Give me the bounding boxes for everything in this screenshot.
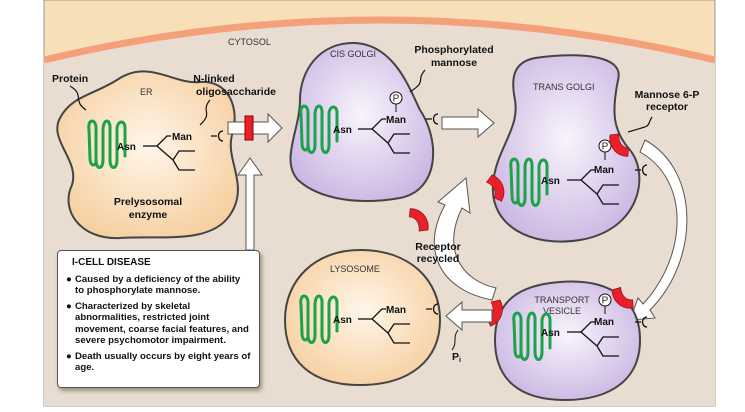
- info-bullet: ●Caused by a deficiency of the ability t…: [66, 274, 251, 297]
- i-cell-disease-info-box: I-CELL DISEASE ●Caused by a deficiency o…: [57, 250, 260, 388]
- mannose-label: mannose: [431, 57, 477, 69]
- man-label: Man: [594, 165, 614, 176]
- plasma-membrane: [43, 16, 716, 64]
- info-pointer-arrow: [237, 157, 263, 251]
- cytosol-label: CYTOSOL: [228, 37, 271, 47]
- pi-release-arrow: [451, 329, 459, 351]
- info-bullet-text: Characterized by skeletal abnormalities,…: [75, 300, 249, 347]
- lysosome-organelle: [283, 248, 442, 387]
- asn-label: Asn: [333, 315, 352, 326]
- phosphate-label: P: [602, 296, 609, 307]
- man-label: Man: [172, 132, 192, 143]
- trans-golgi-label: TRANS GOLGI: [533, 82, 595, 92]
- er-to-golgi-arrow: [227, 112, 283, 144]
- phosphorylated-pointer-arrow: [409, 69, 426, 93]
- receptor-label: receptor: [646, 101, 688, 113]
- protein-pointer-arrow: [69, 85, 87, 111]
- trans-golgi-organelle: [491, 54, 641, 243]
- prelysosomal-label: Prelysosomal: [114, 196, 182, 208]
- recycled-label: recycled: [417, 253, 460, 265]
- n-linked-label: N-linked: [193, 73, 234, 85]
- asn-label: Asn: [541, 328, 560, 339]
- protein-label: Protein: [52, 73, 88, 85]
- phosphorylated-label: Phosphorylated: [414, 44, 493, 56]
- man-label: Man: [386, 115, 406, 126]
- man-label: Man: [386, 305, 406, 316]
- receptor-recycle-arrow: [433, 177, 497, 301]
- lysosome-label: LYSOSOME: [330, 264, 380, 274]
- vesicle-to-lysosome-arrow: [445, 300, 493, 332]
- info-bullet-text: Caused by a deficiency of the ability to…: [75, 273, 241, 297]
- oligosaccharide-pointer-arrow: [199, 99, 211, 126]
- er-organelle: [56, 70, 239, 240]
- inorganic-phosphate-label: Pi: [452, 351, 461, 364]
- cis-to-trans-arrow: [441, 107, 495, 139]
- transport-label: TRANSPORT: [534, 295, 590, 305]
- receptor-pointer-arrow: [627, 116, 653, 133]
- er-label: ER: [140, 87, 153, 97]
- phosphate-label: P: [602, 142, 609, 153]
- enzyme-label: enzyme: [129, 209, 168, 221]
- m6p-receptor-label: Mannose 6-P: [635, 89, 700, 101]
- info-bullet: ●Death usually occurs by eight years of …: [66, 350, 251, 374]
- blocked-phosphorylation-marker: [244, 115, 254, 141]
- cis-golgi-label: CIS GOLGI: [330, 49, 376, 59]
- golgi-to-vesicle-arrow: [629, 139, 688, 321]
- asn-label: Asn: [333, 125, 352, 136]
- man-label: Man: [594, 317, 614, 328]
- oligosaccharide-label: oligosaccharide: [196, 86, 276, 98]
- info-box-title: I-CELL DISEASE: [72, 257, 151, 268]
- info-bullet-text: Death usually occurs by eight years of a…: [75, 350, 251, 374]
- info-bullet: ●Characterized by skeletal abnormalities…: [66, 301, 251, 347]
- asn-label: Asn: [117, 142, 136, 153]
- receptor-recycled-label: Receptor: [415, 241, 461, 253]
- phosphate-label: P: [393, 94, 400, 105]
- asn-label: Asn: [541, 176, 560, 187]
- vesicle-label: VESICLE: [543, 306, 581, 316]
- cis-golgi-organelle: [289, 41, 435, 202]
